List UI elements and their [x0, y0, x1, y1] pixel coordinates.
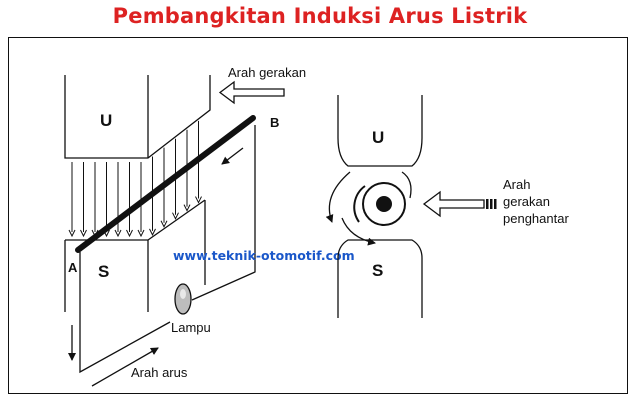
- motion-arrow-left-icon: [218, 80, 285, 105]
- left-diagram: U S A B Lampu Arah arus Ara: [64, 65, 306, 387]
- field-line-arrowhead: [183, 204, 191, 212]
- lamp-highlight: [180, 289, 186, 299]
- field-arc-inner: [353, 185, 366, 223]
- magnetic-field-lines: [68, 120, 202, 238]
- north-pole-label-left: U: [100, 111, 112, 130]
- field-line-arrowhead: [160, 220, 168, 228]
- conductor-dot-icon: [376, 196, 392, 212]
- south-pole-label-left: S: [98, 262, 109, 281]
- end-label-b: B: [270, 115, 279, 130]
- arrow-bar-1: [486, 199, 489, 209]
- current-label: Arah arus: [131, 365, 188, 380]
- page-title: Pembangkitan Induksi Arus Listrik: [112, 4, 528, 28]
- field-arc-right: [401, 171, 412, 199]
- field-arc-bottom: [341, 217, 376, 246]
- circuit-wire-left: [79, 252, 171, 374]
- field-line-arrowhead: [80, 229, 87, 238]
- circuit-wire-right: [191, 125, 256, 301]
- conductor-rod: [75, 115, 256, 253]
- diagram-frame: [8, 37, 628, 394]
- field-arc-left: [325, 171, 351, 223]
- north-magnet-right: U: [337, 95, 423, 167]
- field-line-arrowhead: [149, 228, 156, 236]
- arrow-bar-2: [490, 199, 493, 209]
- north-pole-label-right: U: [372, 128, 384, 147]
- lamp-label: Lampu: [171, 320, 211, 335]
- field-circle-icon: [362, 182, 406, 226]
- field-line-arrowhead: [137, 229, 145, 238]
- rod-current-arrow: [221, 147, 244, 165]
- field-line-arrowhead: [68, 229, 76, 238]
- field-line-arrowhead: [172, 212, 179, 220]
- field-line-arrowhead: [126, 229, 133, 238]
- end-label-a: A: [68, 260, 78, 275]
- south-pole-label-right: S: [372, 261, 383, 280]
- watermark: www.teknik-otomotif.com: [173, 248, 355, 263]
- south-magnet-right: S: [337, 239, 423, 318]
- current-direction-arrow: [91, 347, 159, 387]
- field-line-arrowhead: [195, 196, 202, 204]
- right-diagram: U S Arah gerakan penghantar: [325, 95, 569, 318]
- field-line-arrowhead: [114, 229, 122, 238]
- arrow-bar-3: [494, 199, 497, 209]
- motion-arrow-right-icon: [422, 190, 485, 218]
- motion-label-left: Arah gerakan: [228, 65, 306, 80]
- motion-label-right: Arah gerakan penghantar: [503, 177, 569, 226]
- north-magnet-left: U: [64, 75, 211, 159]
